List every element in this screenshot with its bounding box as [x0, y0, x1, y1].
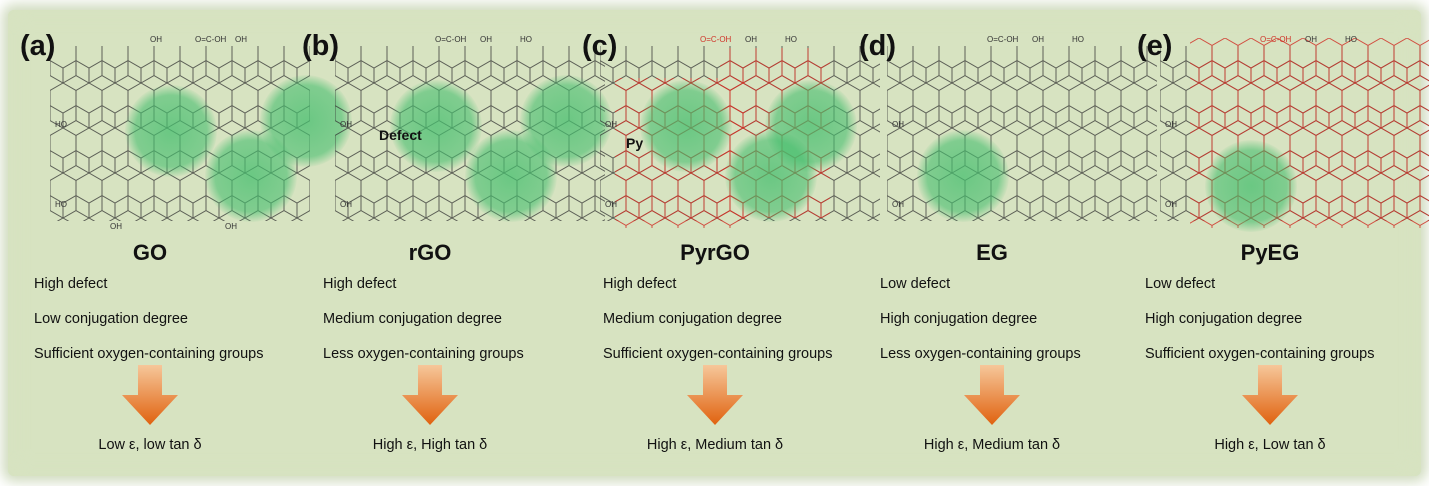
defect-region	[640, 80, 732, 172]
property-text: High conjugation degree	[880, 311, 1038, 327]
functional-group-label: HO	[785, 35, 797, 44]
functional-group-label: O=C-OH	[987, 35, 1019, 44]
down-arrow-icon	[687, 365, 743, 425]
property-text: Sufficient oxygen-containing groups	[1145, 346, 1375, 362]
functional-group-label: O=C-OH	[195, 35, 227, 44]
defect-annotation: Defect	[379, 127, 422, 143]
functional-group-label: OH	[1032, 35, 1044, 44]
functional-group-label: OH	[892, 120, 904, 129]
down-arrow-icon	[964, 365, 1020, 425]
result-text: High ε, Low tan δ	[1214, 437, 1326, 453]
defect-region	[765, 80, 857, 172]
defect-region	[917, 130, 1009, 222]
functional-group-label: OH	[745, 35, 757, 44]
functional-group-label: OH	[1165, 200, 1177, 209]
graphene-lattice	[1160, 38, 1429, 228]
down-arrow-icon	[122, 365, 178, 425]
functional-group-label: OH	[605, 200, 617, 209]
property-text: High conjugation degree	[1145, 311, 1303, 327]
functional-group-label: HO	[520, 35, 532, 44]
property-text: Low defect	[880, 276, 951, 292]
panel-label: (b)	[302, 30, 340, 62]
functional-group-label: OH	[225, 222, 237, 231]
material-name: GO	[132, 240, 168, 265]
functional-group-label: OH	[480, 35, 492, 44]
defect-region	[125, 85, 217, 177]
functional-group-label: OH	[235, 35, 247, 44]
property-text: Sufficient oxygen-containing groups	[34, 346, 264, 362]
functional-group-label: O=C-OH	[435, 35, 467, 44]
material-name: EG	[976, 240, 1008, 265]
functional-group-label: HO	[1345, 35, 1357, 44]
functional-group-label: OH	[1305, 35, 1317, 44]
functional-group-label: OH	[110, 222, 122, 231]
material-name: PyEG	[1240, 240, 1300, 265]
panel-label: (c)	[582, 30, 618, 62]
functional-group-label: OH	[150, 35, 162, 44]
pyrene-annotation: Py	[626, 135, 644, 151]
functional-group-label: OH	[1165, 120, 1177, 129]
property-text: Low defect	[1145, 276, 1216, 292]
functional-group-label: HO	[55, 120, 67, 129]
functional-group-label: OH	[605, 120, 617, 129]
down-arrow-icon	[402, 365, 458, 425]
defect-region	[390, 80, 482, 172]
functional-group-label: OH	[340, 200, 352, 209]
property-text: High defect	[603, 276, 677, 292]
functional-group-label: O=C-OH	[700, 35, 732, 44]
functional-group-label: O=C-OH	[1260, 35, 1292, 44]
functional-group-label: OH	[892, 200, 904, 209]
panel-label: (a)	[20, 30, 56, 62]
material-name: PyrGO	[680, 240, 750, 265]
functional-group-label: HO	[55, 200, 67, 209]
panel-label: (d)	[859, 30, 897, 62]
defect-region	[520, 75, 612, 167]
property-text: High defect	[34, 276, 108, 292]
material-name: rGO	[408, 240, 452, 265]
result-text: High ε, High tan δ	[372, 437, 488, 453]
result-text: Low ε, low tan δ	[98, 437, 202, 453]
property-text: Less oxygen-containing groups	[880, 346, 1081, 362]
result-text: High ε, Medium tan δ	[923, 437, 1061, 453]
property-text: Low conjugation degree	[34, 311, 188, 327]
property-text: Less oxygen-containing groups	[323, 346, 524, 362]
property-text: Medium conjugation degree	[603, 311, 782, 327]
property-text: Sufficient oxygen-containing groups	[603, 346, 833, 362]
property-text: Medium conjugation degree	[323, 311, 502, 327]
defect-region	[1205, 140, 1297, 232]
property-text: High defect	[323, 276, 397, 292]
panel-label: (e)	[1137, 30, 1173, 62]
result-text: High ε, Medium tan δ	[646, 437, 784, 453]
down-arrow-icon	[1242, 365, 1298, 425]
functional-group-label: HO	[1072, 35, 1084, 44]
functional-group-label: OH	[340, 120, 352, 129]
